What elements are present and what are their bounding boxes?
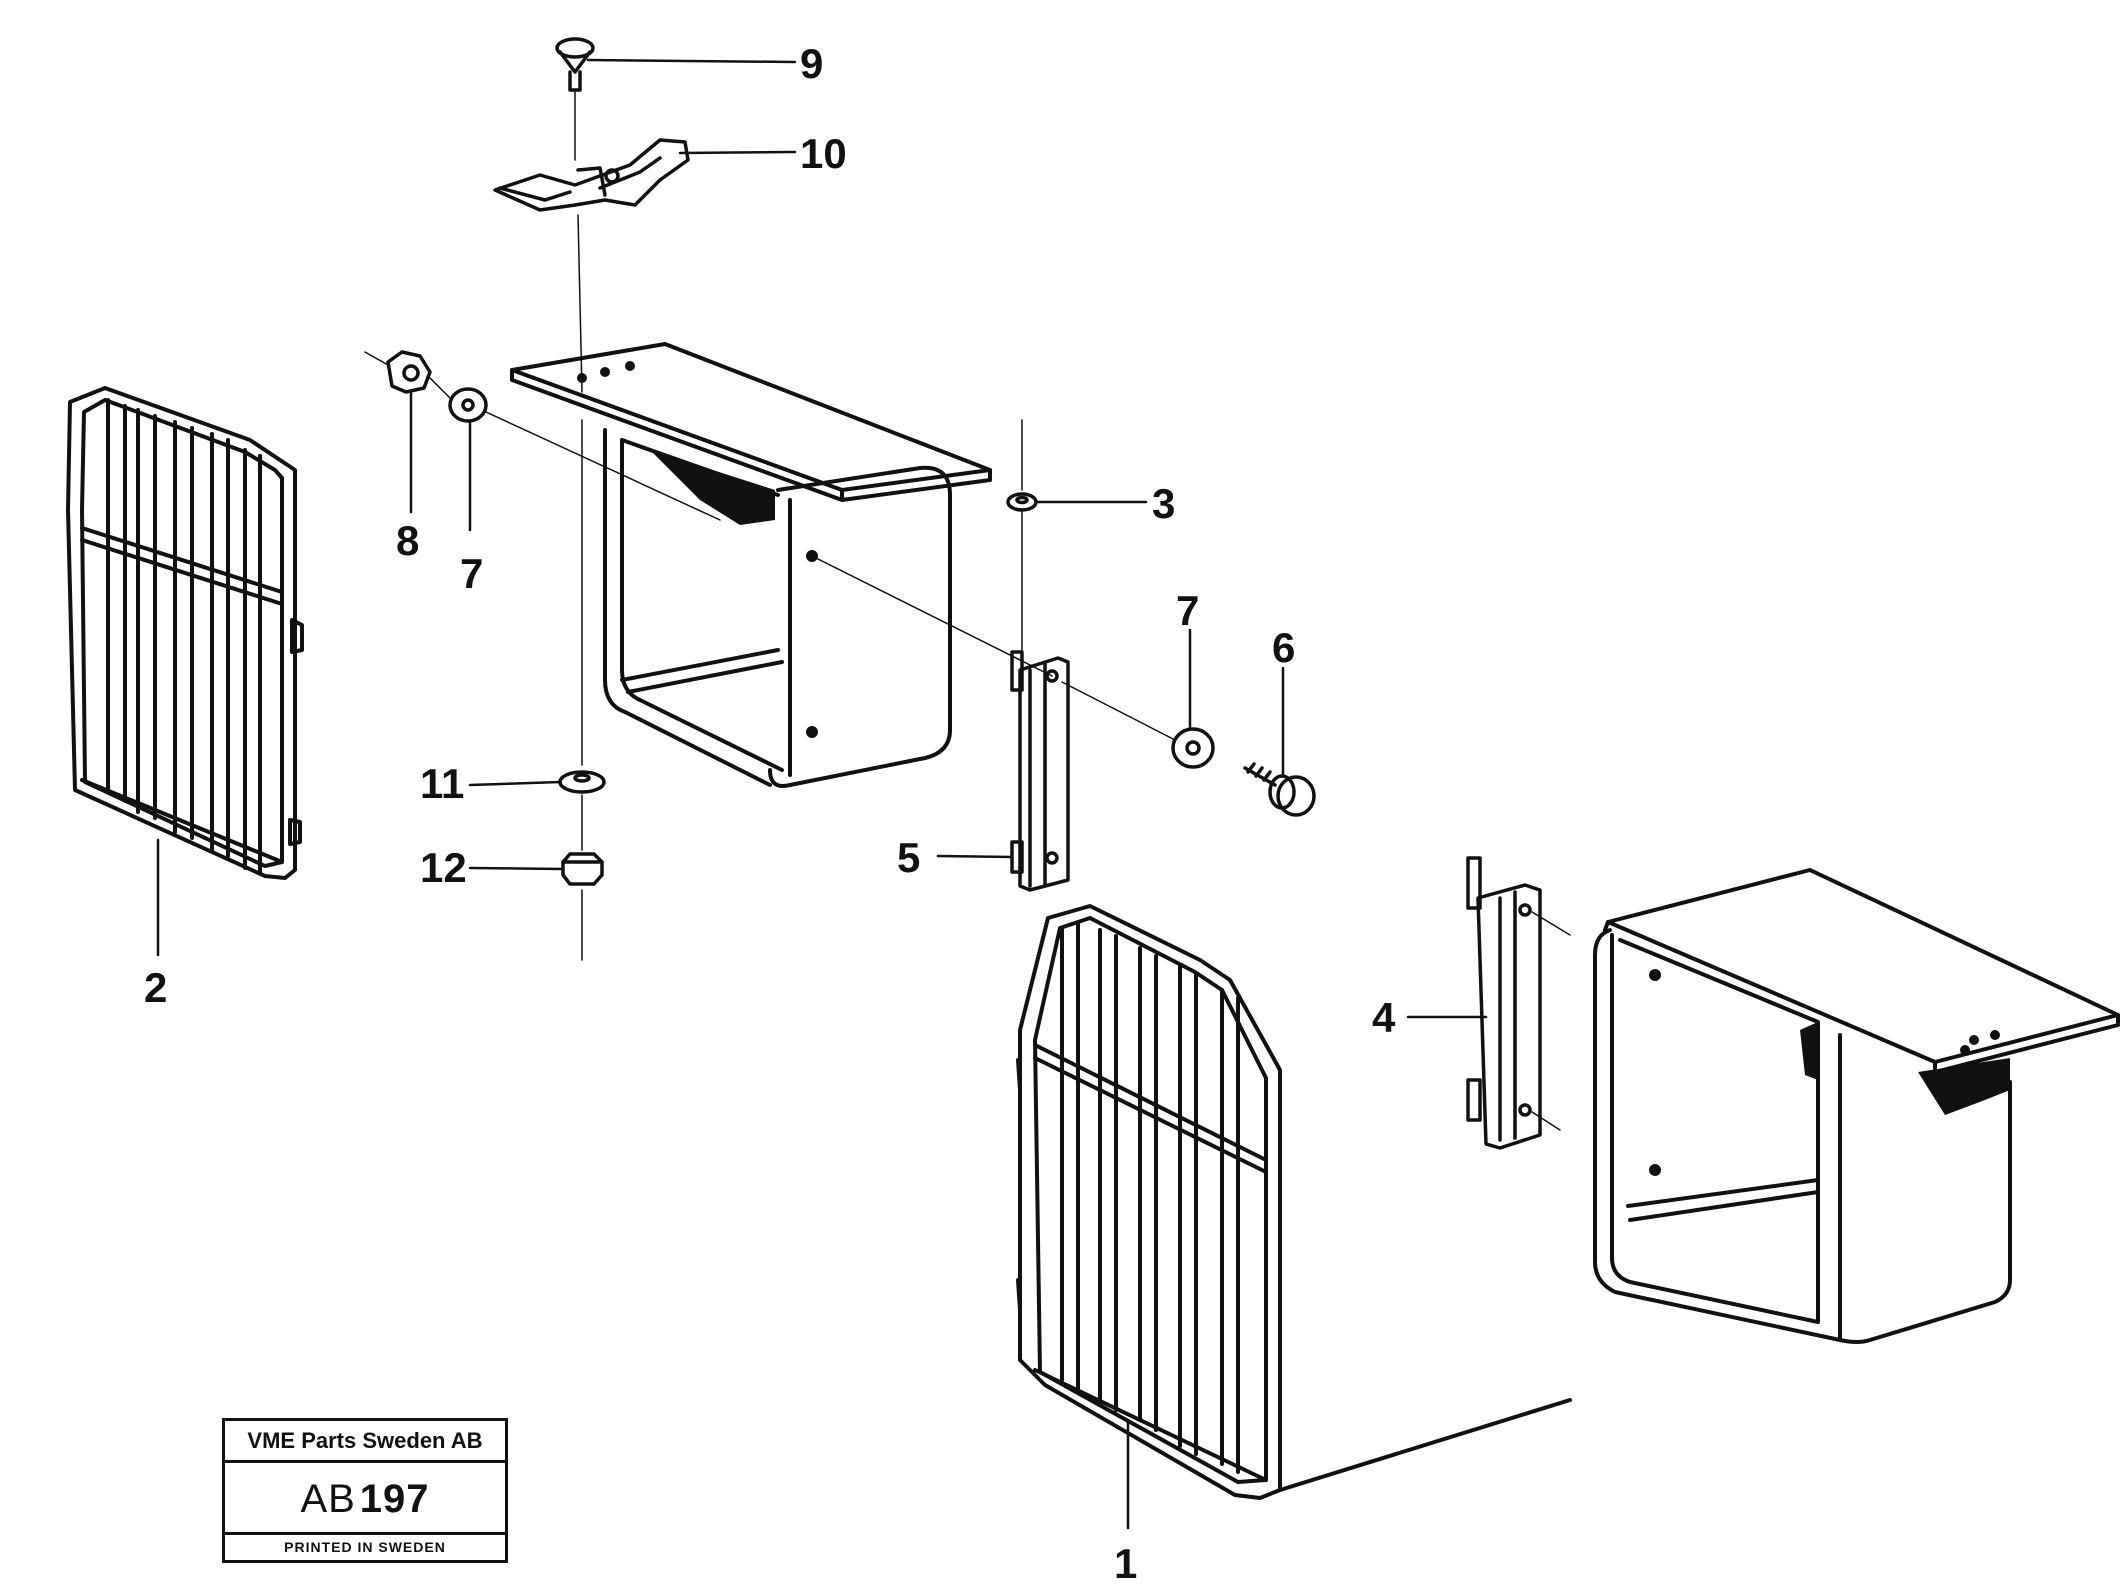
callout-8: 8	[396, 517, 419, 564]
callout-9: 9	[800, 40, 823, 87]
washer-7-upper	[448, 387, 488, 423]
callout-2: 2	[144, 964, 167, 1011]
callout-6: 6	[1272, 624, 1295, 671]
callout-11: 11	[420, 760, 464, 807]
callout-12: 12	[420, 844, 467, 891]
stamp-code-number: 197	[359, 1477, 430, 1521]
callout-10: 10	[800, 130, 847, 177]
stamp-company: VME Parts Sweden AB	[225, 1421, 505, 1463]
stamp-printed: PRINTED IN SWEDEN	[284, 1539, 446, 1555]
stamp-code-prefix: AB	[300, 1477, 356, 1521]
bracket-lower	[1466, 856, 1542, 1150]
washer-7-right	[1171, 727, 1215, 769]
housing-lower	[1593, 868, 2120, 1344]
screw-9	[555, 37, 595, 92]
leader-lines	[156, 58, 1488, 1530]
housing-lower-inner-shadow	[1800, 1022, 1818, 1080]
grille-left	[66, 386, 304, 880]
washer-3	[1006, 492, 1038, 512]
callout-5: 5	[897, 834, 920, 881]
callout-4: 4	[1372, 994, 1396, 1041]
latch-10	[493, 138, 690, 212]
housing-upper	[510, 342, 992, 788]
callout-3: 3	[1152, 480, 1175, 527]
bracket-upper	[1010, 650, 1070, 892]
nut-8	[386, 350, 432, 394]
washer-11	[558, 770, 606, 794]
nut-12	[561, 852, 604, 886]
housing-upper-shadow	[650, 450, 775, 525]
knob-6	[1243, 762, 1316, 817]
callout-7-upper: 7	[460, 550, 483, 597]
grille-right	[1016, 904, 1572, 1500]
callout-1: 1	[1114, 1540, 1137, 1587]
callout-7-right: 7	[1176, 587, 1199, 634]
assembly-lines	[364, 91, 1571, 1131]
housing-lower-shadow	[1918, 1058, 2010, 1115]
